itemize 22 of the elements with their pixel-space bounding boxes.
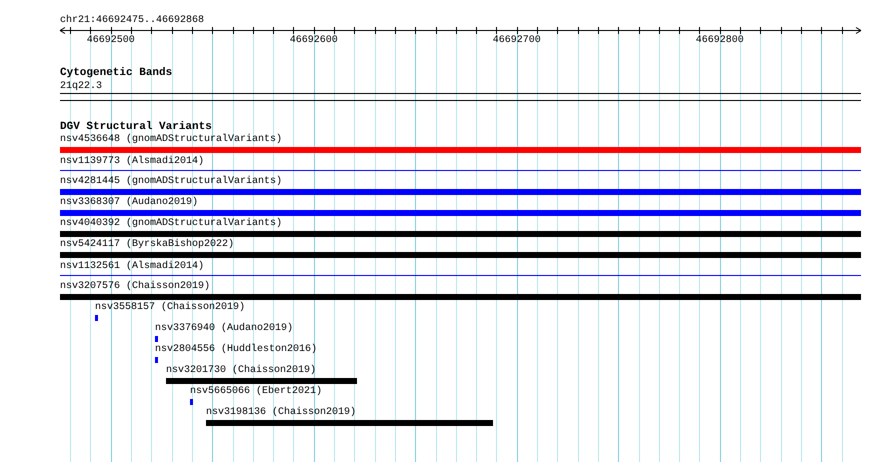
feature-label: nsv3368307 (Audano2019) (60, 197, 198, 208)
tick-label: 46692700 (492, 35, 541, 46)
feature-label: nsv4536648 (gnomADStructuralVariants) (60, 134, 282, 145)
feature-label: nsv5665066 (Ebert2021) (190, 386, 322, 397)
feature-label: nsv1132561 (Alsmadi2014) (60, 261, 204, 272)
tick-label: 46692600 (290, 35, 338, 46)
locus-label: chr21:46692475..46692868 (60, 15, 204, 26)
feature-label: nsv3198136 (Chaisson2019) (206, 407, 356, 418)
tick-label: 46692500 (86, 35, 135, 46)
band-label: 21q22.3 (60, 81, 102, 92)
track-title: Cytogenetic Bands (60, 68, 172, 79)
feature-label: nsv5424117 (ByrskaBishop2022) (60, 239, 234, 250)
feature-label: nsv2804556 (Huddleston2016) (155, 344, 318, 355)
feature-label: nsv1139773 (Alsmadi2014) (60, 156, 204, 167)
track-title: DGV Structural Variants (60, 122, 212, 133)
tick-label: 46692800 (696, 35, 744, 46)
feature-label: nsv3201730 (Chaisson2019) (166, 365, 316, 376)
feature-label: nsv3558157 (Chaisson2019) (95, 302, 246, 313)
feature-label: nsv3376940 (Audano2019) (155, 323, 294, 334)
feature-label: nsv4040392 (gnomADStructuralVariants) (60, 218, 282, 229)
feature-label: nsv4281445 (gnomADStructuralVariants) (60, 176, 282, 187)
feature-label: nsv3207576 (Chaisson2019) (60, 281, 210, 292)
